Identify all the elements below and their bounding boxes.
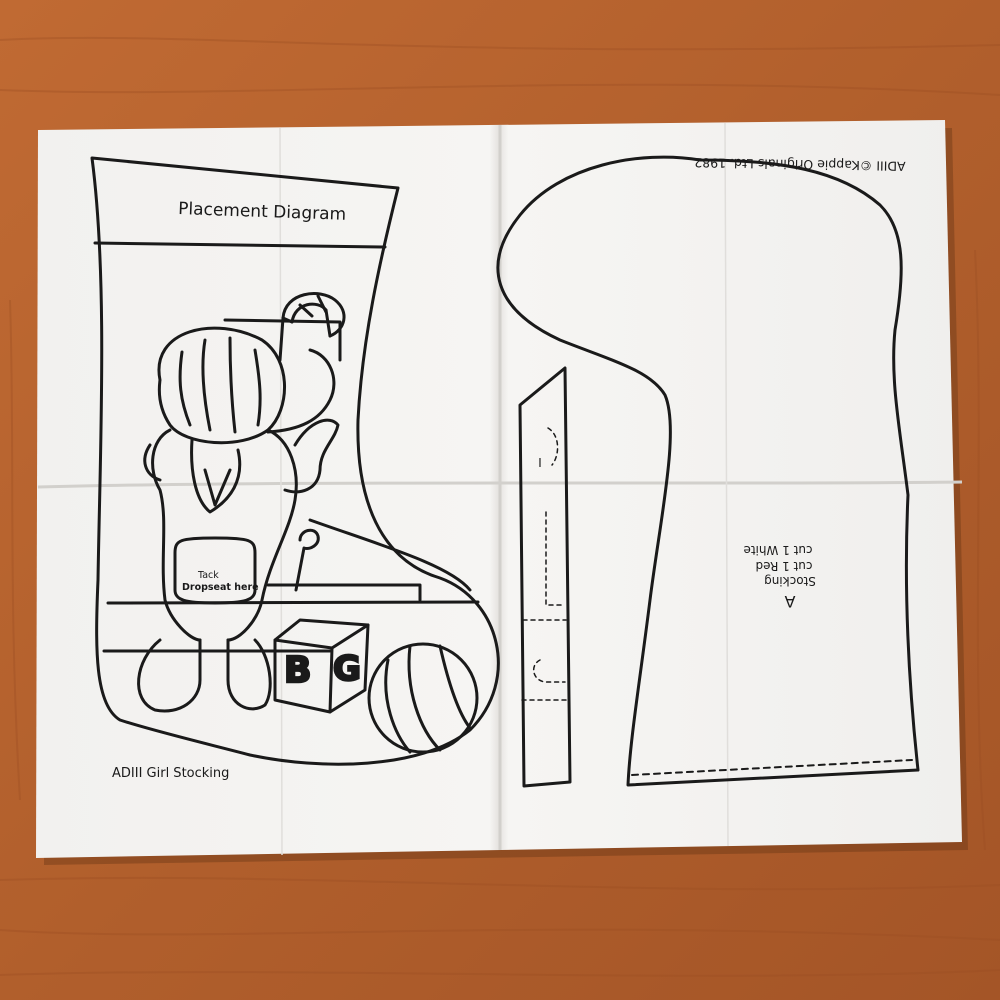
wood-grain [0, 36, 1000, 977]
fold-creases [37, 122, 963, 856]
letter-block [273, 618, 370, 714]
pattern-pieces [496, 155, 920, 788]
strip-piece-mark: I [538, 455, 542, 469]
block-letter-b: B [284, 650, 311, 691]
block-letter-g: G [333, 649, 361, 689]
cut-red: cut 1 Red [756, 559, 813, 573]
placement-diagram [90, 156, 500, 766]
cut-white: cut 1 White [743, 543, 812, 557]
strip-pattern-piece [518, 366, 572, 788]
piece-name: Stocking [764, 574, 816, 588]
tack-label-line1: Tack [197, 570, 219, 581]
candy-cane [278, 292, 346, 362]
tack-label-line2: Dropseat here [182, 582, 259, 593]
diagram-caption: ADIII Girl Stocking [112, 766, 229, 781]
piece-letter: A [784, 592, 795, 611]
girl-figure [137, 326, 336, 713]
copyright-notice: ADIII ©Kappie Originals Ltd. 1982 [694, 155, 906, 174]
striped-ball [367, 642, 479, 754]
piece-a-labels: A Stocking cut 1 Red cut 1 White [743, 543, 815, 611]
stocking-pattern-piece [496, 155, 920, 787]
dropseat-patch [173, 536, 257, 605]
stocking-outline [90, 156, 500, 766]
